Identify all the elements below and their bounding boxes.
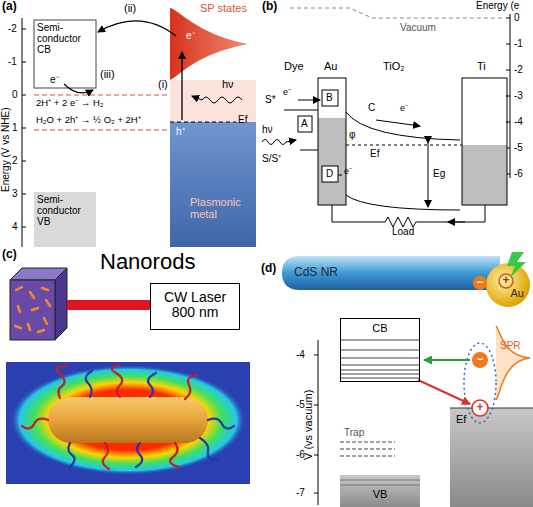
label: -6 (514, 168, 523, 179)
axis-title: Energy (V vs NHE) (0, 108, 11, 192)
label: S* (265, 94, 276, 105)
node-text: CB (343, 322, 417, 334)
label: Au (324, 60, 337, 72)
box-band: Semi-conductor VB (34, 192, 96, 247)
label: Plasmonic metal (190, 196, 252, 220)
label: e⁻ (50, 74, 59, 85)
label: (b) (262, 0, 277, 13)
label: C (368, 102, 375, 113)
box-band: Semi-conductor CB (34, 20, 96, 88)
band-box: VB (340, 475, 420, 507)
label: -5 (514, 142, 523, 153)
label: + (501, 274, 511, 287)
label: Nanorods (100, 250, 195, 274)
label: SP states (200, 2, 247, 14)
label: (i) (158, 78, 168, 90)
label: B (326, 92, 333, 103)
label: − (475, 353, 485, 366)
label: e⁻ (400, 104, 408, 114)
label: Vacuum (400, 22, 436, 33)
label: + (475, 401, 485, 414)
label: -2 (514, 64, 523, 75)
node-text: Semi-conductor CB (37, 22, 93, 55)
label: (d) (261, 262, 276, 275)
label: hν (222, 78, 234, 90)
label: Load (392, 226, 414, 237)
label: -1 (8, 56, 17, 67)
label: S/S⁺ (262, 153, 281, 164)
label: -5 (296, 399, 305, 410)
label: Eg (433, 168, 445, 179)
label: Dye (284, 60, 304, 72)
label: − (475, 276, 485, 289)
nanorod: CdS NR (282, 256, 432, 290)
label: e⁻ (344, 167, 352, 177)
label: -2 (8, 23, 17, 34)
label: (c) (2, 248, 17, 261)
label: 3 (12, 188, 18, 199)
label: H₂O + 2h⁺ → ½ O₂ + 2H⁺ (36, 115, 141, 125)
label: D (326, 168, 333, 179)
label: 0 (514, 12, 520, 23)
label: Energy (e (476, 0, 519, 11)
label: Trap (344, 427, 364, 438)
label: SPR (500, 340, 521, 351)
label: Ef (456, 413, 466, 425)
label: Ef (238, 114, 247, 125)
label: (ii) (124, 2, 136, 14)
label: TiO₂ (383, 60, 405, 72)
label: -4 (514, 116, 523, 127)
node-text: VB (342, 488, 418, 500)
label: Ti (477, 60, 486, 72)
label: e⁻ (186, 30, 195, 41)
label: 4 (12, 221, 18, 232)
label: (iii) (100, 68, 115, 80)
label: φ (349, 129, 355, 140)
label: h⁺ (176, 126, 185, 137)
node-text: CdS NR (294, 266, 420, 279)
label: hν (262, 124, 273, 135)
label: -4 (296, 349, 305, 360)
laser-box: CW Laser 800 nm (150, 283, 240, 330)
label: -6 (296, 449, 305, 460)
label: Ef (370, 148, 379, 159)
label: 2H⁺ + 2 e⁻ → H₂ (36, 98, 104, 108)
label: A (301, 118, 308, 129)
label: e⁻ (283, 88, 291, 98)
node-text: Au (486, 287, 524, 299)
label: 1 (12, 122, 18, 133)
label: 0 (12, 89, 18, 100)
label: -1 (514, 38, 523, 49)
node-text: Semi-conductor VB (37, 194, 93, 227)
label: -7 (296, 487, 305, 498)
node-text: CW Laser 800 nm (155, 290, 235, 321)
label: 2 (12, 155, 18, 166)
band-box: CB (340, 318, 420, 382)
label: (a) (2, 0, 17, 13)
label: -3 (514, 90, 523, 101)
